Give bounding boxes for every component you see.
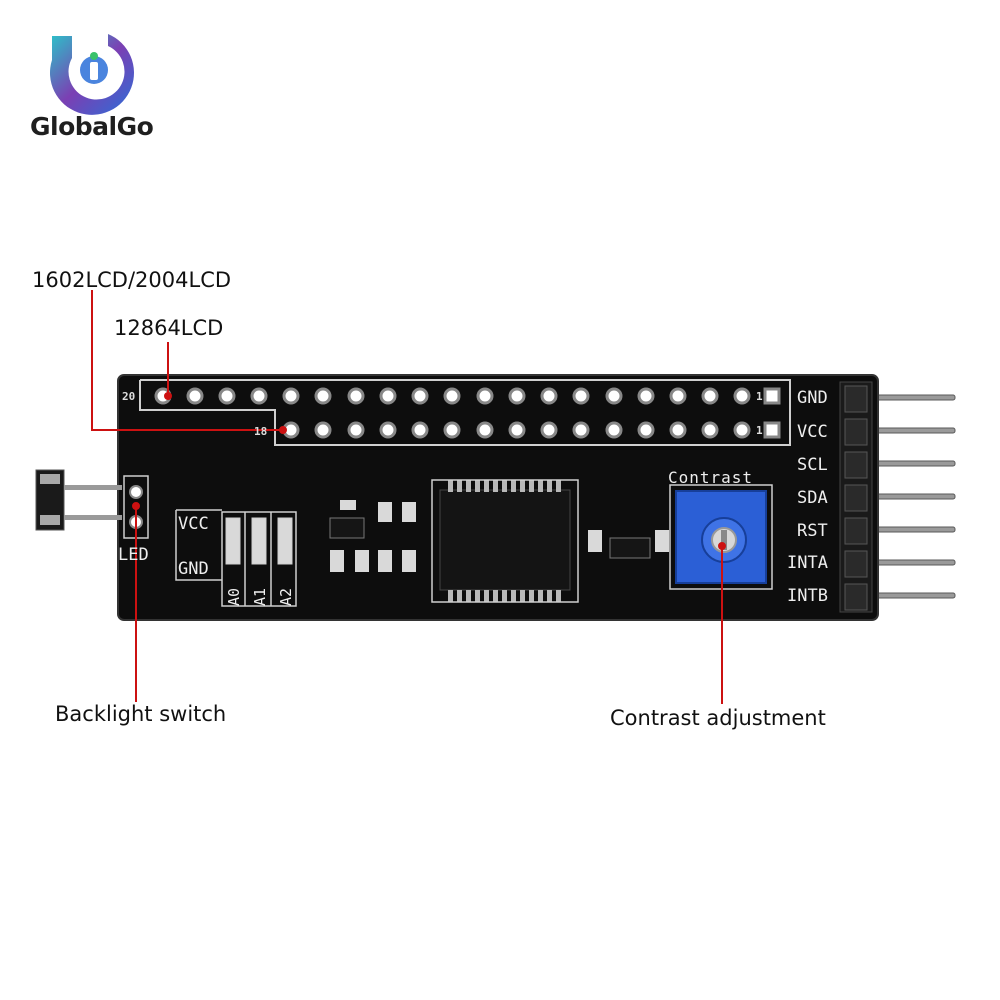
callout-contrast-adjustment: Contrast adjustment	[610, 706, 826, 730]
address-label-a1: A1	[251, 587, 269, 606]
callout-1602-2004-lcd: 1602LCD/2004LCD	[32, 268, 232, 292]
pin-label-inta: INTA	[787, 553, 828, 573]
top-row-first-number: 20	[122, 390, 136, 403]
address-label-a2: A2	[277, 587, 295, 606]
pin-label-rst: RST	[797, 521, 828, 541]
callout-lines	[91, 290, 726, 704]
address-label-a0: A0	[225, 587, 243, 606]
pin-label-scl: SCL	[797, 455, 828, 475]
bottom-row-first-number: 18	[254, 425, 268, 438]
ic-chip	[439, 480, 571, 602]
callout-backlight-switch: Backlight switch	[55, 702, 227, 726]
vcc-label: VCC	[178, 514, 209, 534]
pin-label-sda: SDA	[797, 488, 828, 508]
gnd-label: GND	[178, 559, 209, 579]
header-pins	[869, 394, 956, 599]
pin-label-gnd: GND	[797, 388, 828, 408]
led-label: LED	[118, 545, 149, 565]
address-jumpers	[225, 517, 293, 565]
transistor	[588, 530, 669, 559]
contrast-label: Contrast	[668, 468, 754, 487]
pin-label-vcc: VCC	[797, 422, 828, 442]
bottom-row-last-number: 1	[756, 424, 763, 437]
smd-components	[329, 500, 416, 572]
bottom-pin-row	[282, 421, 751, 439]
top-row-last-number: 1	[756, 390, 763, 403]
callout-12864-lcd: 12864LCD	[114, 316, 224, 340]
top-pin-row	[154, 387, 751, 405]
backlight-jumper-icon	[35, 469, 122, 531]
brand-name: GlobalGo	[30, 112, 154, 141]
pin-label-intb: INTB	[787, 586, 828, 606]
